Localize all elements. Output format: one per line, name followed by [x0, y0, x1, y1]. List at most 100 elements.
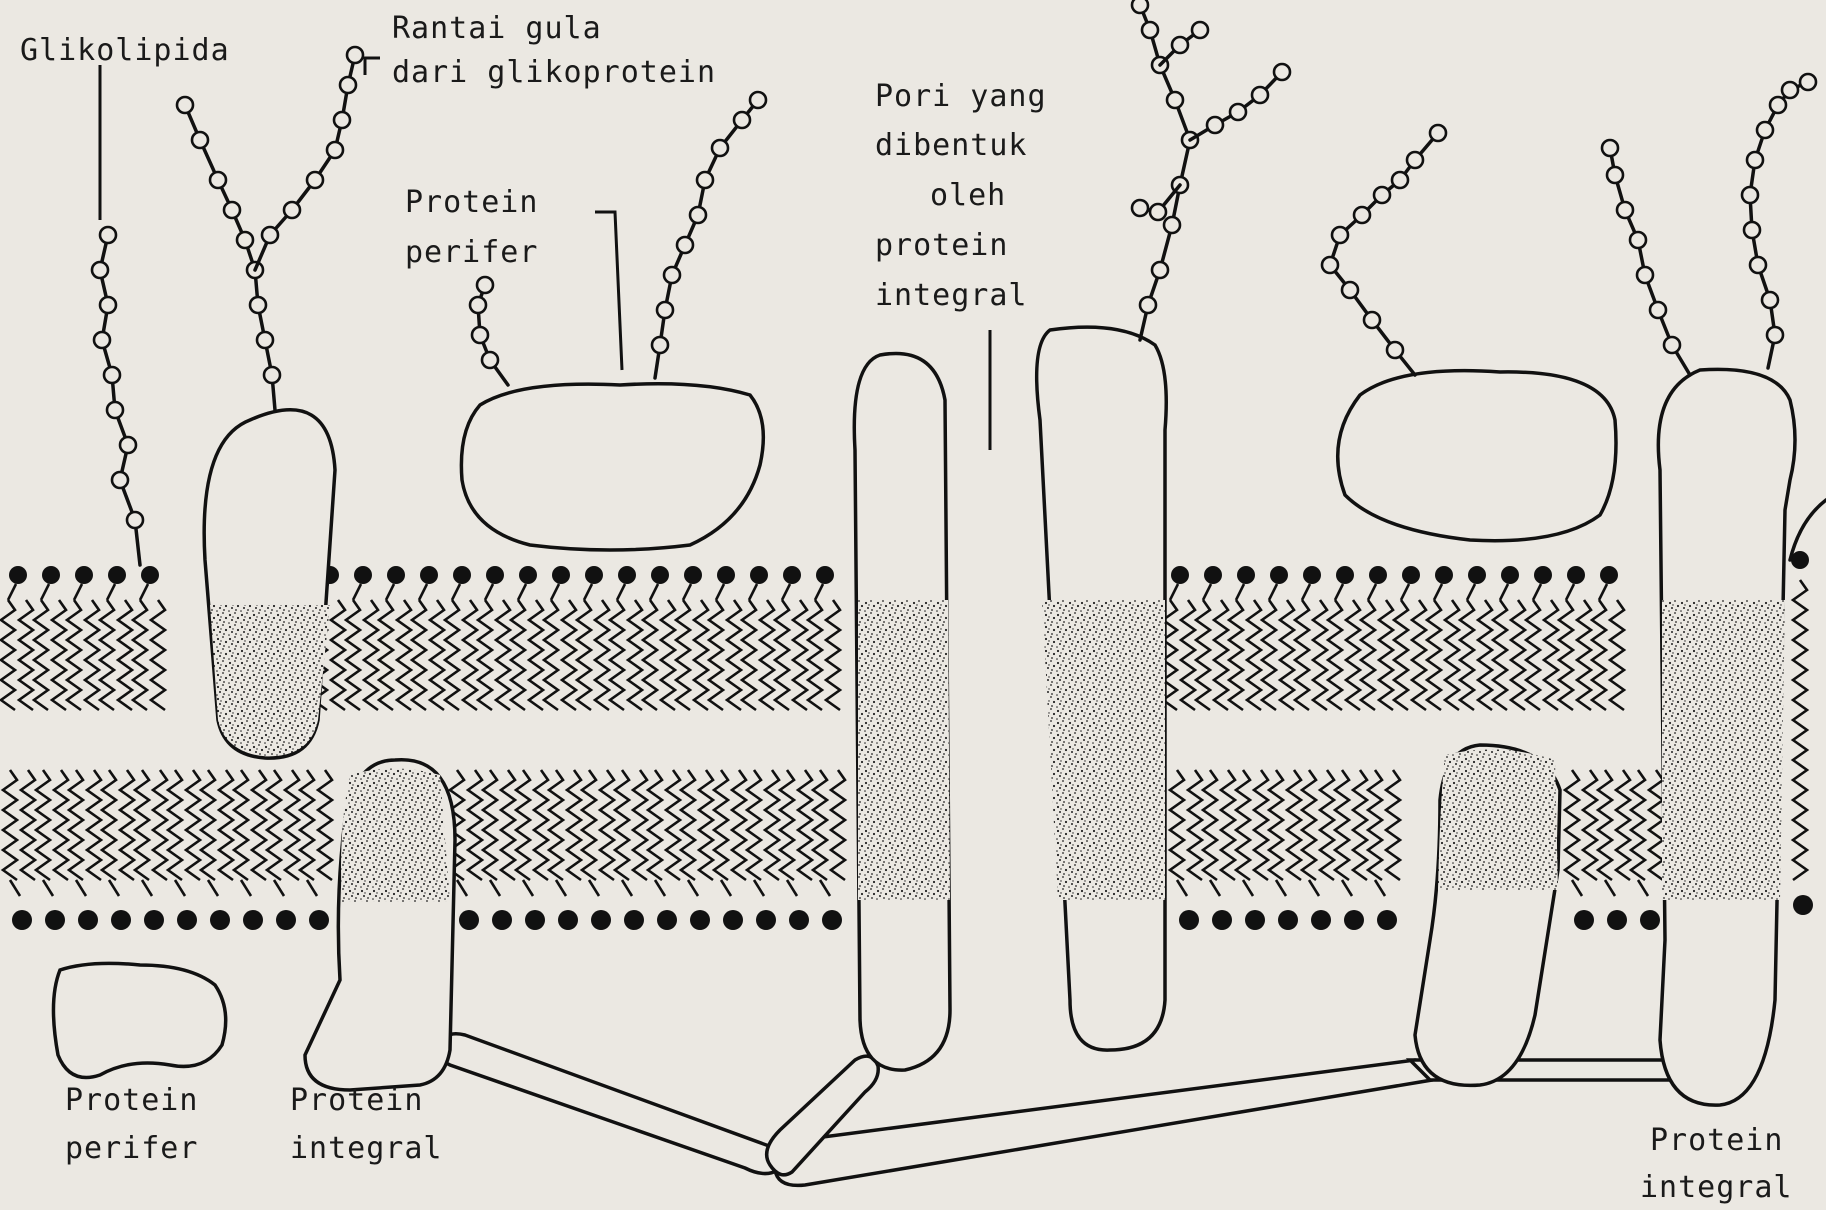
phospholipid — [1236, 770, 1268, 930]
phospholipid — [747, 770, 779, 930]
lipid-bilayer-lower-leaflet — [3, 770, 1663, 930]
phospholipid — [412, 566, 444, 710]
phospholipid — [69, 770, 101, 930]
phospholipid — [1196, 566, 1228, 710]
phospholipid — [1335, 770, 1367, 930]
phospholipid — [478, 566, 510, 710]
phospholipid — [1460, 566, 1492, 710]
label-rantai-gula-line1: Rantai gula — [392, 11, 602, 46]
phospholipid — [1269, 770, 1301, 930]
phospholipid — [1493, 566, 1525, 710]
phospholipid — [714, 770, 746, 930]
phospholipid — [775, 566, 807, 710]
phospholipid — [1394, 566, 1426, 710]
phospholipid — [544, 566, 576, 710]
phospholipid — [516, 770, 548, 930]
phospholipid — [511, 566, 543, 710]
phospholipid — [709, 566, 741, 710]
label-pori-line3: oleh — [930, 178, 1006, 213]
integral-protein-far-right — [1658, 369, 1826, 1105]
sugar-chain — [177, 97, 280, 410]
phospholipid — [813, 770, 845, 930]
label-pori-line1: Pori yang — [875, 79, 1047, 114]
phospholipid — [780, 770, 812, 930]
label-rantai-gula-line2: dari glikoprotein — [392, 55, 716, 90]
label-protein-integral-bottom-line1: Protein — [290, 1083, 423, 1118]
phospholipid — [742, 566, 774, 710]
phospholipid — [610, 566, 642, 710]
sugar-chain — [92, 227, 143, 565]
phospholipid — [1791, 551, 1813, 915]
phospholipid — [1302, 770, 1334, 930]
sugar-chain — [1742, 74, 1816, 368]
label-protein-perifer-top-line1: Protein — [405, 185, 538, 220]
phospholipid — [379, 566, 411, 710]
label-pori-line4: protein — [875, 228, 1008, 263]
phospholipid — [1262, 566, 1294, 710]
sugar-chain — [1132, 0, 1198, 340]
sugar-chain — [1190, 64, 1290, 140]
phospholipid — [483, 770, 515, 930]
phospholipid — [100, 566, 132, 710]
phospholipid — [1, 566, 33, 710]
sugar-chain — [1160, 22, 1208, 65]
pore-protein-left — [854, 353, 950, 1070]
phospholipid — [1170, 770, 1202, 930]
phospholipid — [300, 770, 332, 930]
phospholipid — [615, 770, 647, 930]
phospholipid — [3, 770, 35, 930]
phospholipid — [133, 566, 165, 710]
peripheral-protein-bottom-left — [53, 963, 225, 1077]
label-protein-integral-bottom-line2: integral — [290, 1131, 443, 1166]
phospholipid — [1163, 566, 1195, 710]
integral-protein-left-upper — [204, 410, 335, 758]
integral-protein-right-lower — [1415, 745, 1560, 1085]
label-pori-line2: dibentuk — [875, 128, 1028, 163]
peripheral-protein-top — [461, 384, 763, 550]
label-protein-perifer-bottom-line2: perifer — [65, 1131, 198, 1166]
phospholipid — [1368, 770, 1400, 930]
label-protein-integral-right-line2: integral — [1640, 1170, 1793, 1205]
phospholipid — [549, 770, 581, 930]
sugar-chain — [652, 92, 766, 378]
phospholipid — [676, 566, 708, 710]
label-protein-integral-right-line1: Protein — [1650, 1123, 1783, 1158]
phospholipid — [808, 566, 840, 710]
phospholipid — [36, 770, 68, 930]
phospholipid — [1526, 566, 1558, 710]
phospholipid — [135, 770, 167, 930]
phospholipid — [648, 770, 680, 930]
label-pori-line5: integral — [875, 278, 1028, 313]
phospholipid — [1565, 770, 1597, 930]
label-glikolipida: Glikolipida — [20, 33, 230, 68]
phospholipid — [67, 566, 99, 710]
phospholipid — [201, 770, 233, 930]
phospholipid — [1328, 566, 1360, 710]
phospholipid — [267, 770, 299, 930]
phospholipid — [1203, 770, 1235, 930]
pore-protein-right — [1037, 327, 1167, 1050]
sugar-chain — [1602, 140, 1690, 375]
phospholipid — [102, 770, 134, 930]
phospholipid — [1427, 566, 1459, 710]
label-protein-perifer-top-line2: perifer — [405, 235, 538, 270]
phospholipid — [34, 566, 66, 710]
phospholipid — [234, 770, 266, 930]
phospholipid — [346, 566, 378, 710]
label-protein-perifer-bottom-line1: Protein — [65, 1083, 198, 1118]
phospholipid — [582, 770, 614, 930]
phospholipid — [1631, 770, 1663, 930]
sugar-chain — [1322, 125, 1446, 375]
phospholipid — [1229, 566, 1261, 710]
phospholipid — [1295, 566, 1327, 710]
sugar-chain — [255, 47, 363, 270]
phospholipid — [168, 770, 200, 930]
phospholipid — [577, 566, 609, 710]
phospholipid — [681, 770, 713, 930]
phospholipid — [1592, 566, 1624, 710]
phospholipid — [1559, 566, 1591, 710]
phospholipid — [1598, 770, 1630, 930]
sugar-chain — [470, 277, 508, 385]
phospholipid — [1361, 566, 1393, 710]
